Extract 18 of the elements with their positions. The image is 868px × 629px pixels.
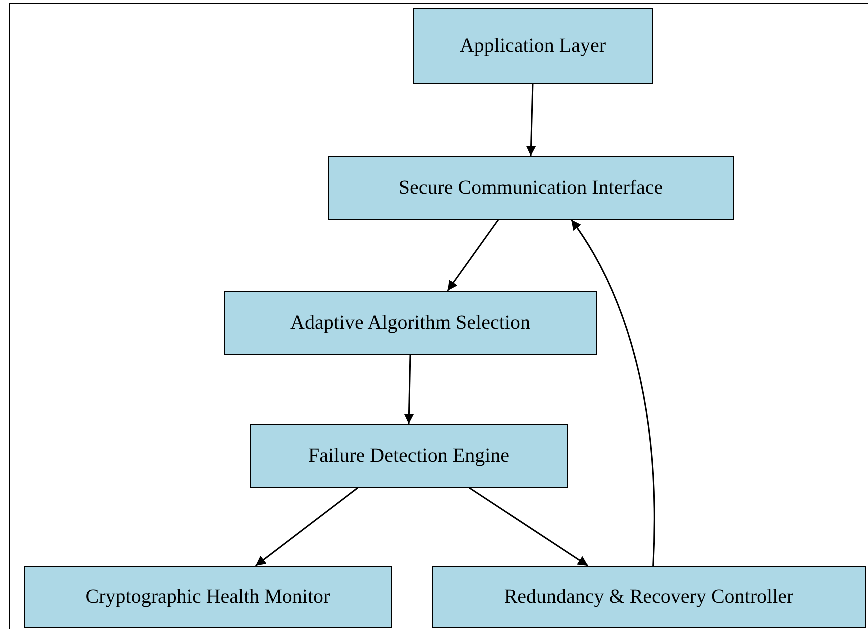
arrow <box>255 487 359 567</box>
node-label: Application Layer <box>460 34 606 58</box>
node-label: Failure Detection Engine <box>308 444 510 468</box>
arrow <box>447 220 500 292</box>
node-label: Secure Communication Interface <box>398 176 664 200</box>
process-box <box>432 566 866 628</box>
process-box <box>224 291 597 355</box>
process-box <box>250 424 568 488</box>
node-label: Adaptive Algorithm Selection <box>290 312 530 334</box>
node-label: Cryptographic Health Monitor <box>86 586 330 608</box>
node-label: Redundancy & Recovery Controller <box>504 586 794 608</box>
arrow <box>469 487 589 567</box>
process-box <box>413 8 653 84</box>
arrow <box>404 354 414 424</box>
process-box <box>24 566 392 628</box>
arrow <box>526 84 536 156</box>
arrow <box>570 220 656 566</box>
process-box <box>328 156 734 220</box>
